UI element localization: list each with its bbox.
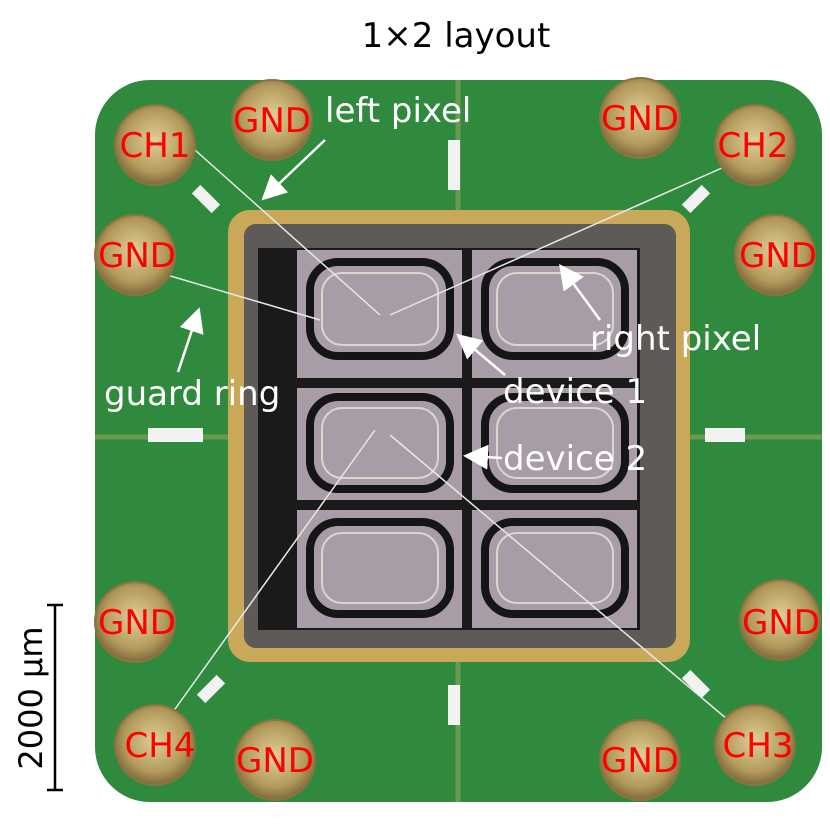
pad-gnd-right-lower: GND xyxy=(742,603,820,643)
pixel-grid xyxy=(297,250,637,628)
pad-gnd-top-right: GND xyxy=(601,99,679,139)
pad-gnd-bottom-right: GND xyxy=(601,741,679,781)
scale-bar: 2000 µm xyxy=(12,603,63,792)
pad-ch1: CH1 xyxy=(120,126,191,166)
pad-gnd-left-lower: GND xyxy=(98,603,176,643)
arrow-left-pixel xyxy=(261,139,326,201)
label-guard-ring: guard ring xyxy=(104,374,280,414)
scale-bar-label: 2000 µm xyxy=(12,626,50,769)
pad-labels: GND GND CH1 CH2 GND GND GND GND CH4 CH3 … xyxy=(98,99,820,781)
pad-gnd-right-upper: GND xyxy=(739,236,817,276)
pad-gnd-bottom-left: GND xyxy=(236,741,314,781)
label-right-pixel: right pixel xyxy=(590,319,761,359)
pad-gnd-left-upper: GND xyxy=(98,236,176,276)
arrow-right-pixel xyxy=(559,263,602,321)
arrow-device-1 xyxy=(456,333,506,376)
contact-pads xyxy=(94,77,821,801)
label-device-1: device 1 xyxy=(503,372,647,412)
pad-gnd-top-left: GND xyxy=(233,101,311,141)
arrow-device-2 xyxy=(463,444,503,470)
figure-title: 1×2 layout xyxy=(362,16,551,56)
pad-ch2: CH2 xyxy=(718,126,789,166)
label-device-2: device 2 xyxy=(503,439,647,479)
annotation-arrows xyxy=(176,139,602,470)
pad-ch3: CH3 xyxy=(723,726,794,766)
pad-ch4: CH4 xyxy=(125,726,196,766)
label-left-pixel: left pixel xyxy=(325,91,471,131)
silkscreen-marks xyxy=(148,140,745,725)
annotation-labels: left pixel right pixel guard ring device… xyxy=(104,91,761,479)
wire-bonds xyxy=(149,149,741,731)
arrow-guard-ring xyxy=(176,307,204,373)
